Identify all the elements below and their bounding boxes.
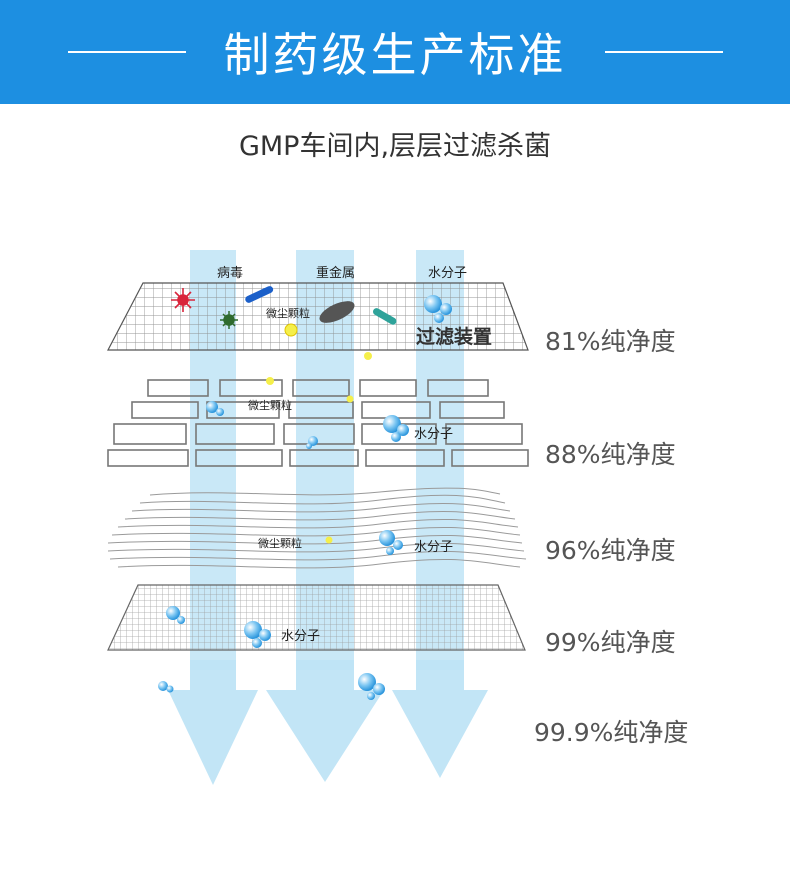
label-heavy-metal: 重金属: [316, 266, 356, 281]
dust-particle-icon: [266, 377, 274, 385]
label-filter-device: 过滤装置: [416, 326, 493, 348]
label-water-molecule: 水分子: [414, 540, 454, 555]
water-bubble-icon: [383, 415, 409, 442]
water-bubble-icon: [206, 401, 224, 416]
water-bubble-icon: [166, 606, 185, 624]
label-water-molecule: 水分子: [428, 266, 468, 281]
bacillus-blue-icon: [245, 286, 274, 303]
dust-particle-icon: [325, 536, 333, 544]
water-bubble-icon: [158, 681, 174, 693]
purity-label-layer-5: 99.9%纯净度: [534, 718, 689, 747]
label-dust: 微尘颗粒: [266, 307, 310, 320]
filter-layer-3: [107, 487, 527, 569]
label-dust: 微尘颗粒: [248, 399, 292, 412]
purity-label-layer-1: 81%纯净度: [545, 327, 676, 356]
page-title: 制药级生产标准: [223, 28, 567, 82]
virus-icon: [171, 288, 195, 312]
label-virus: 病毒: [217, 266, 244, 281]
dust-particle-icon: [364, 352, 372, 360]
water-bubble-icon: [358, 673, 385, 700]
bacteria-icon: [220, 311, 238, 329]
water-bubble-icon: [379, 530, 403, 555]
label-dust: 微尘颗粒: [258, 537, 302, 550]
purity-label-layer-2: 88%纯净度: [545, 440, 676, 469]
dust-particle-icon: [284, 323, 298, 337]
water-bubble-icon: [244, 621, 271, 648]
title-banner: 制药级生产标准: [0, 0, 790, 104]
label-water-molecule: 水分子: [281, 629, 321, 644]
heavy-metal-icon: [319, 301, 355, 323]
label-water-molecule: 水分子: [414, 427, 454, 442]
filter-layer-4: [107, 584, 526, 651]
filter-layer-1: [107, 282, 529, 351]
purity-label-layer-4: 99%纯净度: [545, 628, 676, 657]
water-bubble-icon: [306, 436, 318, 449]
water-bubble-icon: [424, 295, 452, 323]
filter-layer-2: [107, 379, 529, 467]
purity-label-layer-3: 96%纯净度: [545, 536, 676, 565]
dust-particle-icon: [346, 395, 354, 403]
bacillus-teal-icon: [373, 308, 397, 325]
output-arrows: [168, 660, 488, 785]
subtitle: GMP车间内,层层过滤杀菌: [238, 131, 552, 162]
banner-right-line: [604, 51, 723, 53]
banner-left-line: [67, 51, 186, 53]
